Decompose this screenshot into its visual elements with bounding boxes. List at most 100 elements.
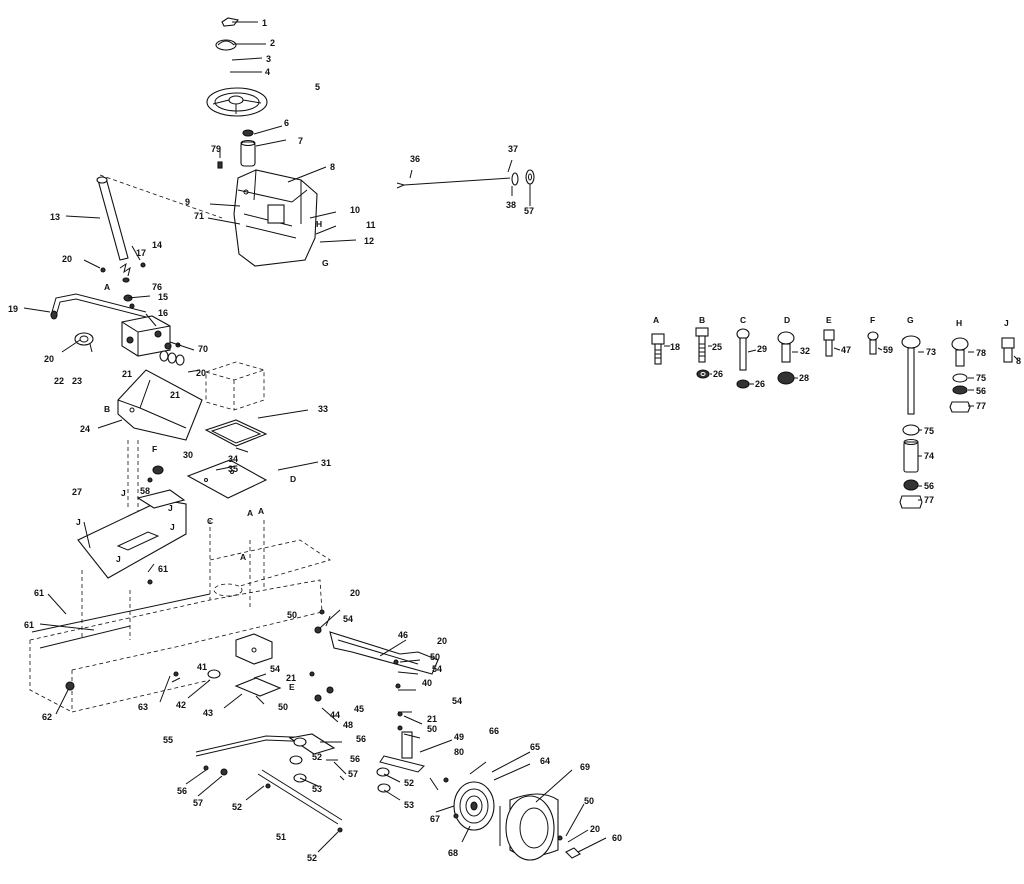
callout-80: 80 bbox=[454, 747, 464, 757]
key-part-56-h: 56 bbox=[976, 386, 986, 396]
bracket-58-part bbox=[136, 489, 186, 509]
key-part-29: 29 bbox=[757, 344, 767, 354]
letter-b: B bbox=[104, 404, 110, 414]
callout-37: 37 bbox=[508, 144, 518, 154]
callout-2: 2 bbox=[270, 38, 275, 48]
callout-21-c: 21 bbox=[286, 673, 296, 683]
callout-33: 33 bbox=[318, 404, 328, 414]
spring-17-part bbox=[119, 262, 133, 302]
callout-20-d: 20 bbox=[350, 588, 360, 598]
callout-20-e: 20 bbox=[437, 636, 447, 646]
bolt-a-18-part bbox=[651, 333, 665, 365]
callout-54-b: 54 bbox=[432, 664, 442, 674]
callout-54-c: 54 bbox=[270, 664, 280, 674]
key-part-74: 74 bbox=[924, 451, 934, 461]
callout-56-b: 56 bbox=[350, 754, 360, 764]
spindle-49-part bbox=[379, 731, 425, 773]
callout-labels: 1 2 3 4 5 6 7 8 9 10 11 12 13 14 15 16 1… bbox=[8, 18, 622, 863]
key-letter-h: H bbox=[956, 318, 962, 328]
callout-19: 19 bbox=[8, 304, 18, 314]
callout-4: 4 bbox=[265, 67, 270, 77]
callout-24: 24 bbox=[80, 424, 90, 434]
bolt-f-59-part bbox=[867, 331, 879, 355]
steering-shaft-part bbox=[240, 129, 256, 167]
callout-53-b: 53 bbox=[404, 800, 414, 810]
callout-61-c: 61 bbox=[158, 564, 168, 574]
floor-pan-27-part bbox=[77, 499, 187, 579]
shift-lever-part bbox=[96, 176, 129, 261]
callout-1: 1 bbox=[262, 18, 267, 28]
key-letter-f: F bbox=[870, 315, 875, 325]
callout-22: 22 bbox=[54, 376, 64, 386]
callout-27: 27 bbox=[72, 487, 82, 497]
battery-outline bbox=[205, 361, 265, 411]
callout-60: 60 bbox=[612, 833, 622, 843]
throttle-rod-part bbox=[396, 169, 535, 189]
bushing-42-part bbox=[207, 669, 221, 679]
key-letter-a: A bbox=[653, 315, 659, 325]
key-part-47: 47 bbox=[841, 345, 851, 355]
bolt-e-47-part bbox=[823, 329, 835, 357]
callout-30: 30 bbox=[183, 450, 193, 460]
tie-rod-51-part bbox=[257, 769, 343, 825]
letter-f: F bbox=[152, 444, 157, 454]
tractor-frame-outline bbox=[29, 520, 331, 713]
key-part-25: 25 bbox=[712, 342, 722, 352]
callout-56-c: 56 bbox=[177, 786, 187, 796]
wheel-rim-68-part bbox=[453, 781, 495, 831]
key-part-75-g: 75 bbox=[924, 426, 934, 436]
callout-66: 66 bbox=[489, 726, 499, 736]
ball-joint-52-part bbox=[289, 755, 391, 793]
callout-44: 44 bbox=[330, 710, 340, 720]
tire-69-part bbox=[499, 793, 559, 861]
callout-50-e: 50 bbox=[584, 796, 594, 806]
callout-76: 76 bbox=[152, 282, 162, 292]
callout-8: 8 bbox=[330, 162, 335, 172]
callout-35: 35 bbox=[228, 464, 238, 474]
hardware-key-labels: A 18 B 25 26 C 29 26 D 32 28 E 47 F 59 G… bbox=[653, 315, 1021, 505]
callout-12: 12 bbox=[364, 236, 374, 246]
letter-j-2: J bbox=[168, 503, 173, 513]
letter-j-5: J bbox=[116, 554, 121, 564]
callout-10: 10 bbox=[350, 205, 360, 215]
letter-g: G bbox=[322, 258, 329, 268]
callout-40: 40 bbox=[422, 678, 432, 688]
letter-j-1: J bbox=[121, 488, 126, 498]
bolt-j-8-part bbox=[1001, 337, 1015, 363]
callout-5: 5 bbox=[315, 82, 320, 92]
callout-57-c: 57 bbox=[524, 206, 534, 216]
nut-f-part bbox=[152, 465, 164, 475]
knob-79-part bbox=[217, 161, 223, 169]
letter-a-3: A bbox=[258, 506, 264, 516]
callout-61-a: 61 bbox=[34, 588, 44, 598]
steering-arm-part bbox=[288, 733, 336, 755]
callout-50-a: 50 bbox=[287, 610, 297, 620]
callout-55: 55 bbox=[163, 735, 173, 745]
callout-20-b: 20 bbox=[44, 354, 54, 364]
callout-50-c: 50 bbox=[278, 702, 288, 712]
callout-70: 70 bbox=[198, 344, 208, 354]
callout-52-c: 52 bbox=[232, 802, 242, 812]
callout-15: 15 bbox=[158, 292, 168, 302]
support-panel-24-part bbox=[117, 369, 203, 441]
letter-a-2: A bbox=[247, 508, 253, 518]
callout-63: 63 bbox=[138, 702, 148, 712]
key-part-73: 73 bbox=[926, 347, 936, 357]
callout-68: 68 bbox=[448, 848, 458, 858]
key-part-26-c: 26 bbox=[755, 379, 765, 389]
callout-36: 36 bbox=[410, 154, 420, 164]
leader-lines bbox=[23, 21, 607, 853]
washers-21-part bbox=[159, 350, 185, 366]
letter-a-1: A bbox=[104, 282, 110, 292]
letter-c: C bbox=[207, 516, 213, 526]
steering-emblem-part bbox=[215, 39, 237, 51]
letter-a-4: A bbox=[240, 552, 246, 562]
key-part-59: 59 bbox=[883, 345, 893, 355]
callout-71: 71 bbox=[194, 211, 204, 221]
shift-rod-19-part bbox=[50, 293, 147, 320]
callout-21-b: 21 bbox=[170, 390, 180, 400]
bracket-41-part bbox=[235, 633, 273, 665]
callout-16: 16 bbox=[158, 308, 168, 318]
